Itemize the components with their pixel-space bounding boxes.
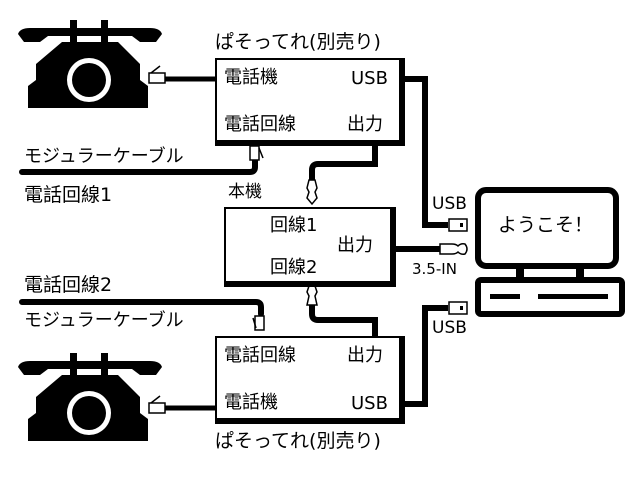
audio-in-label: 3.5-IN <box>412 260 457 278</box>
bottom-adapter-port-line: 電話回線 <box>224 345 296 366</box>
phone-line-2-label: 電話回線2 <box>24 274 113 296</box>
top-adapter-port-line: 電話回線 <box>224 114 296 135</box>
line-cable-bottom <box>306 280 378 337</box>
bottom-adapter-port-usb: USB <box>351 393 388 414</box>
main-unit-out: 出力 <box>337 235 373 256</box>
top-adapter-port-phone: 電話機 <box>224 67 278 88</box>
top-adapter-caption: ぱそってれ(別売り) <box>215 31 381 53</box>
usb-top-label: USB <box>432 194 467 214</box>
line-cable-top <box>306 144 378 206</box>
telephone-icon <box>18 353 162 441</box>
computer-screen-text: ようこそ！ <box>498 214 594 236</box>
bottom-adapter-box: 電話回線 出力 電話機 USB <box>215 336 405 424</box>
phone-line-1-label: 電話回線1 <box>24 184 113 206</box>
top-adapter-port-usb: USB <box>351 68 388 89</box>
bottom-adapter-caption: ぱそってれ(別売り) <box>215 430 381 452</box>
phone-cable-bottom <box>148 395 215 414</box>
telephone-icon <box>18 20 162 108</box>
top-adapter-port-out: 出力 <box>347 114 383 135</box>
usb-cable-top <box>405 76 468 232</box>
modular-cable-top-label: モジュラーケーブル <box>24 146 184 167</box>
phone-cable-top <box>148 65 215 84</box>
modular-cable-bottom <box>19 299 265 331</box>
main-unit-line1: 回線1 <box>270 215 318 236</box>
main-unit-line2: 回線2 <box>270 257 318 278</box>
audio-cable <box>394 243 468 255</box>
main-unit-box: 回線1 出力 回線2 <box>224 207 396 287</box>
computer-icon <box>475 187 625 317</box>
bottom-adapter-port-phone: 電話機 <box>224 392 278 413</box>
bottom-adapter-port-out: 出力 <box>347 345 383 366</box>
usb-bottom-label: USB <box>432 318 467 338</box>
top-adapter-box: 電話機 USB 電話回線 出力 <box>215 58 405 146</box>
modular-cable-top <box>19 145 264 175</box>
usb-cable-bottom <box>405 301 468 407</box>
main-unit-label: 本機 <box>228 182 262 202</box>
modular-cable-bottom-label: モジュラーケーブル <box>24 310 184 331</box>
